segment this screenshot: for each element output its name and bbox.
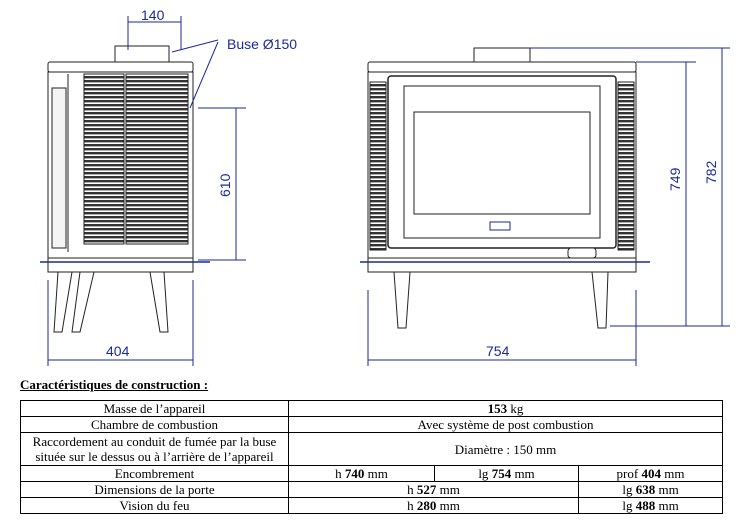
dim-depth: 404 <box>106 343 130 359</box>
spec-label: Masse de l’appareil <box>20 400 289 417</box>
spec-height: h 527 mm <box>288 481 579 498</box>
table-row: Raccordement au conduit de fumée par la … <box>20 432 724 466</box>
table-row: Masse de l’appareil 153 kg <box>20 400 724 417</box>
dim-height-782: 782 <box>703 160 719 184</box>
spec-value: Diamètre : 150 mm <box>287 432 724 466</box>
table-row: Encombrement h 740 mm lg 754 mm prof 404… <box>20 465 724 482</box>
table-row: Chambre de combustion Avec système de po… <box>20 416 724 433</box>
spec-value: 153 kg <box>287 400 724 417</box>
table-row: Vision du feu h 280 mm lg 488 mm <box>20 497 724 514</box>
spec-label: Dimensions de la porte <box>20 481 289 498</box>
side-view <box>47 45 194 333</box>
spec-label: Chambre de combustion <box>20 416 289 433</box>
spec-depth: prof 404 mm <box>577 465 724 482</box>
spec-width: lg 754 mm <box>434 465 579 482</box>
front-view <box>367 47 637 329</box>
spec-width: lg 488 mm <box>577 497 724 514</box>
spec-label: Encombrement <box>20 465 289 482</box>
section-title: Caractéristiques de construction : <box>20 377 209 392</box>
specs-table: Masse de l’appareil 153 kg Chambre de co… <box>20 400 724 514</box>
table-row: Dimensions de la porte h 527 mm lg 638 m… <box>20 481 724 498</box>
spec-label: Vision du feu <box>20 497 289 514</box>
dim-buse-offset: 140 <box>141 7 165 23</box>
spec-width: lg 638 mm <box>577 481 724 498</box>
stove-technical-drawing: 140 Buse Ø150 610 404 754 749 782 <box>40 7 730 366</box>
spec-value: Avec système de post combustion <box>287 416 724 433</box>
spec-label: Raccordement au conduit de fumée par la … <box>20 432 289 466</box>
spec-height: h 740 mm <box>288 465 435 482</box>
buse-label: Buse Ø150 <box>227 36 297 52</box>
spec-height: h 280 mm <box>288 497 579 514</box>
dim-height-610: 610 <box>217 173 233 197</box>
dim-height-749: 749 <box>667 167 683 191</box>
dim-width: 754 <box>486 343 510 359</box>
